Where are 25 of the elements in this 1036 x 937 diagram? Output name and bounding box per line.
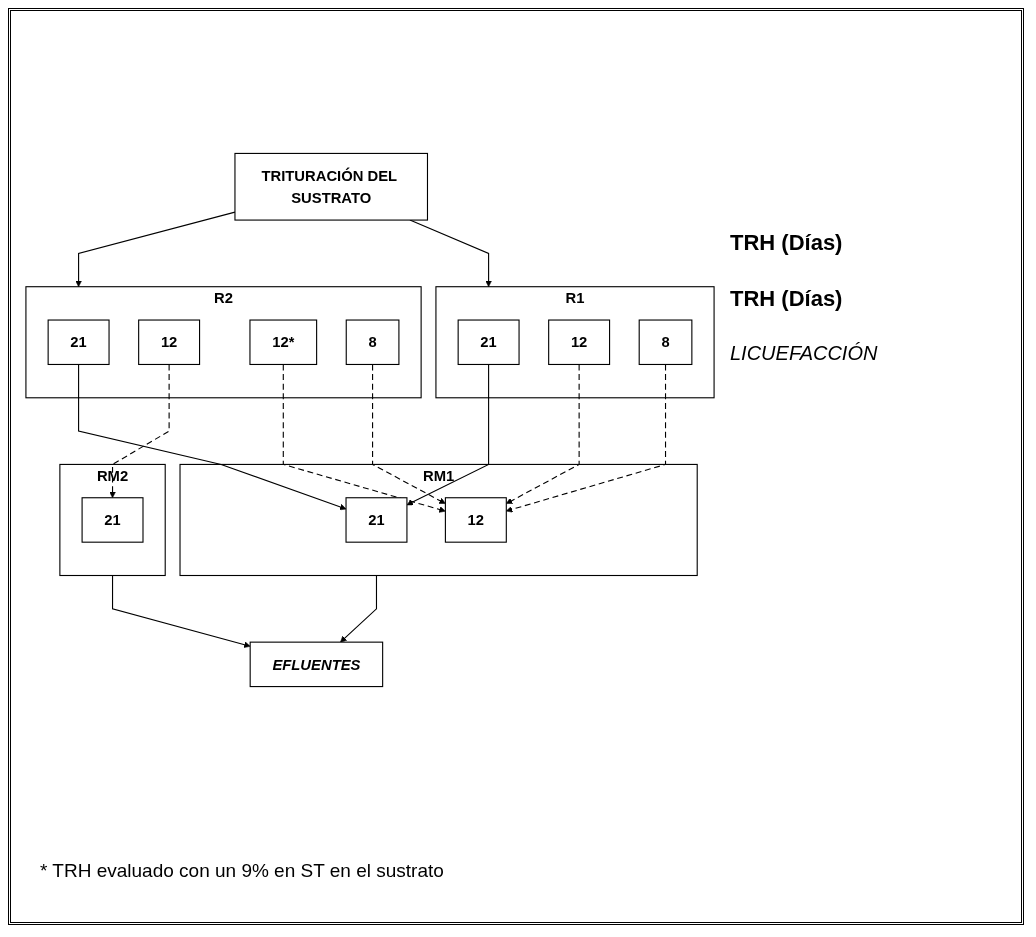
arrow: [282, 363, 446, 513]
axis-label: TRH (Días): [730, 230, 844, 256]
node-box: 12: [138, 319, 201, 365]
node-box: 8: [638, 319, 693, 365]
node-box: 21: [345, 497, 408, 543]
node-box: EFLUENTES: [249, 641, 384, 688]
node-box: 8: [345, 319, 400, 365]
arrow: [112, 574, 251, 648]
node-box: 21: [81, 497, 144, 543]
axis-label: TRH (Días): [730, 286, 844, 312]
node-box: 12: [444, 497, 507, 543]
footnote: * TRH evaluado con un 9% en ST en el sustrato: [40, 860, 444, 882]
stage-label: LICUEFACCIÓN: [730, 342, 879, 365]
node-box: 21: [47, 319, 110, 365]
node-box: TRITURACIÓN DEL SUSTRATO: [234, 152, 429, 221]
node-box: 21: [457, 319, 520, 365]
arrow: [340, 574, 378, 643]
arrow: [372, 363, 446, 504]
arrow: [78, 363, 347, 511]
arrow: [506, 363, 580, 504]
arrow: [406, 363, 490, 506]
arrow: [506, 363, 667, 513]
node-box: 12*: [249, 319, 318, 365]
node-box: 12: [548, 319, 611, 365]
arrow: [109, 363, 170, 499]
